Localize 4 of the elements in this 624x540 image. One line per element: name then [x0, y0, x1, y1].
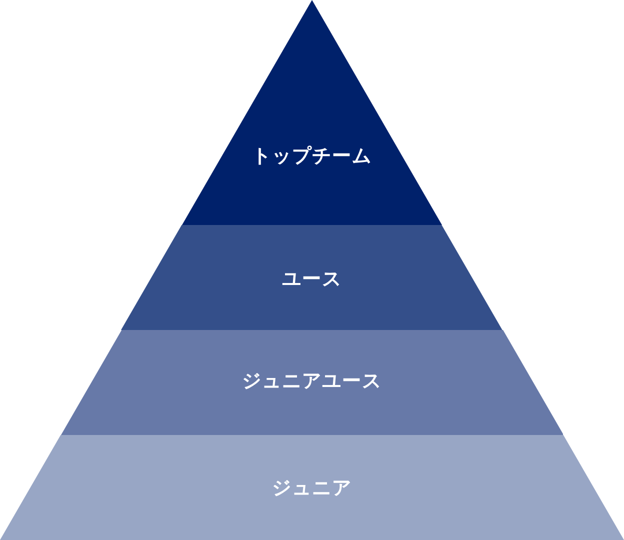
tier-label: ジュニア [272, 476, 352, 501]
tier-label: ジュニアユース [242, 369, 382, 394]
tier-label: トップチーム [252, 144, 372, 169]
tier-label: ユース [282, 267, 342, 292]
